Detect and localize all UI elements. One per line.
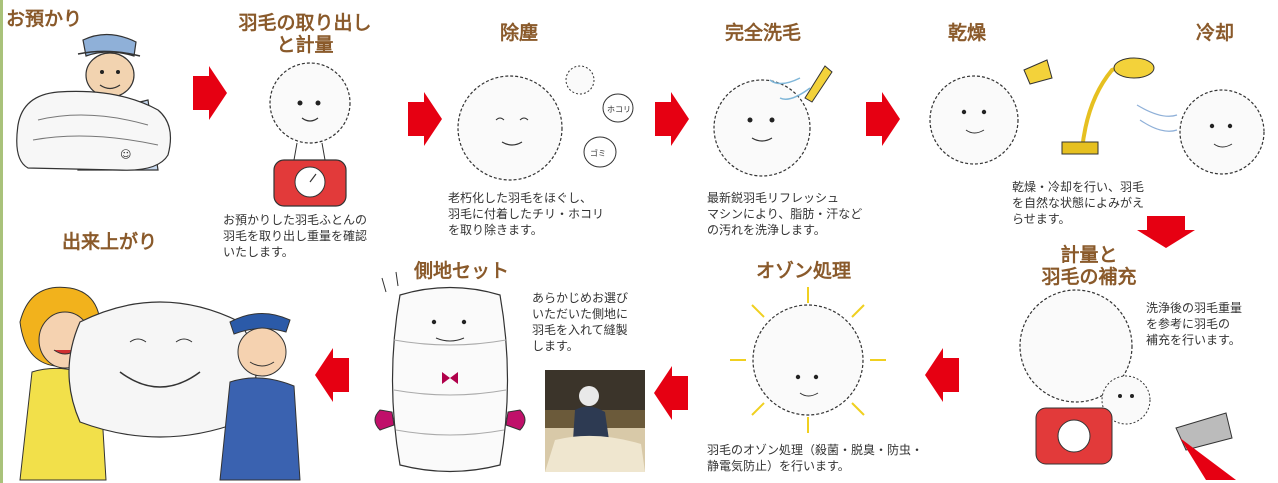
desc-line: 静電気防止）を行います。 [707, 459, 850, 473]
desc-line: らせます。 [1012, 212, 1071, 226]
step-desc-ozon: 羽毛のオゾン処理（殺菌・脱臭・防虫・ 静電気防止）を行います。 [707, 442, 923, 474]
desc-line: 老朽化した羽毛をほぐし、 [448, 191, 593, 205]
step-desc-jojin: 老朽化した羽毛をほぐし、 羽毛に付着したチリ・ホコリ を取り除きます。 [448, 190, 604, 238]
illustration-jojin: ホコリ ゴミ [457, 65, 634, 181]
desc-line: 羽毛を取り出し重量を確認 [223, 229, 368, 243]
step-title-jojin: 除塵 [500, 22, 539, 44]
step-desc-toridashi: お預かりした羽毛ふとんの 羽毛を取り出し重量を確認 いたします。 [223, 212, 367, 260]
illustration-ozon [730, 287, 886, 433]
step-title-hoju: 計量と 羽毛の補充 [1024, 244, 1154, 288]
desc-line: 洗浄後の羽毛重量 [1146, 301, 1243, 315]
flow-arrow-left [925, 348, 959, 402]
step-title-reikyaku: 冷却 [1196, 22, 1235, 44]
flow-arrow-down [1137, 216, 1195, 248]
illustration-hoju [1019, 289, 1236, 480]
step-desc-reikyaku: 乾燥・冷却を行い、羽毛 を自然な状態によみがえ らせます。 [1012, 179, 1144, 227]
step-title-toridashi-line1: 羽毛の取り出し [238, 12, 372, 34]
left-accent-line [0, 0, 3, 483]
desc-line: を取り除きます。 [448, 223, 543, 237]
step-title-toridashi: 羽毛の取り出し と計量 [230, 12, 380, 56]
flow-arrow-right [655, 92, 689, 146]
svg-text:☺: ☺ [120, 148, 131, 161]
illustration-gawachi [374, 271, 526, 473]
step-title-kanso: 乾燥 [948, 22, 987, 44]
illustration-kanso-reikyaku [929, 57, 1265, 175]
bubble-gomi: ゴミ [590, 148, 606, 158]
bubble-hokori: ホコリ [607, 105, 631, 114]
flow-arrow-right [193, 66, 227, 120]
desc-line: 補充を行います。 [1146, 333, 1241, 347]
step-title-azukari: お預かり [6, 8, 83, 30]
desc-line: 乾燥・冷却を行い、羽毛 [1012, 180, 1145, 194]
step-title-toridashi-line2: と計量 [276, 34, 334, 56]
desc-line: マシンにより、脂肪・汗など [707, 207, 863, 221]
flow-arrow-right [408, 92, 442, 146]
desc-line: 羽毛を入れて縫製 [532, 323, 628, 337]
step-title-senmo: 完全洗毛 [725, 22, 802, 44]
flow-arrow-right [866, 92, 900, 146]
step-desc-hoju: 洗浄後の羽毛重量 を参考に羽毛の 補充を行います。 [1146, 300, 1242, 348]
desc-line: 最新鋭羽毛リフレッシュ [707, 191, 840, 205]
flow-arrow-left [315, 348, 349, 402]
desc-line: 羽毛に付着したチリ・ホコリ [448, 207, 605, 221]
desc-line: いただいた側地に [532, 307, 629, 321]
step-title-gawachi: 側地セット [414, 260, 510, 282]
illustration-kansei [19, 286, 301, 481]
desc-line: を自然な状態によみがえ [1012, 196, 1145, 210]
illustration-azukari: ☺ [16, 33, 171, 171]
desc-line: の汚れを洗浄します。 [707, 223, 826, 237]
step-title-hoju-line2: 羽毛の補充 [1041, 266, 1137, 288]
illustration-toridashi [269, 62, 351, 207]
photo-sewing [545, 370, 645, 472]
desc-line: 羽毛のオゾン処理（殺菌・脱臭・防虫・ [707, 443, 924, 457]
step-desc-gawachi: あらかじめお選び いただいた側地に 羽毛を入れて縫製 します。 [532, 290, 628, 354]
step-desc-senmo: 最新鋭羽毛リフレッシュ マシンにより、脂肪・汗など の汚れを洗浄します。 [707, 190, 862, 238]
step-title-hoju-line1: 計量と [1060, 244, 1118, 266]
desc-line: を参考に羽毛の [1146, 317, 1231, 331]
flow-arrow-left [654, 366, 688, 420]
step-title-ozon: オゾン処理 [756, 260, 852, 282]
desc-line: お預かりした羽毛ふとんの [223, 213, 368, 227]
desc-line: あらかじめお選び [532, 291, 629, 305]
desc-line: いたします。 [223, 245, 294, 259]
desc-line: します。 [532, 339, 579, 353]
illustration-senmo [713, 65, 833, 177]
step-title-kansei: 出来上がり [62, 231, 158, 253]
